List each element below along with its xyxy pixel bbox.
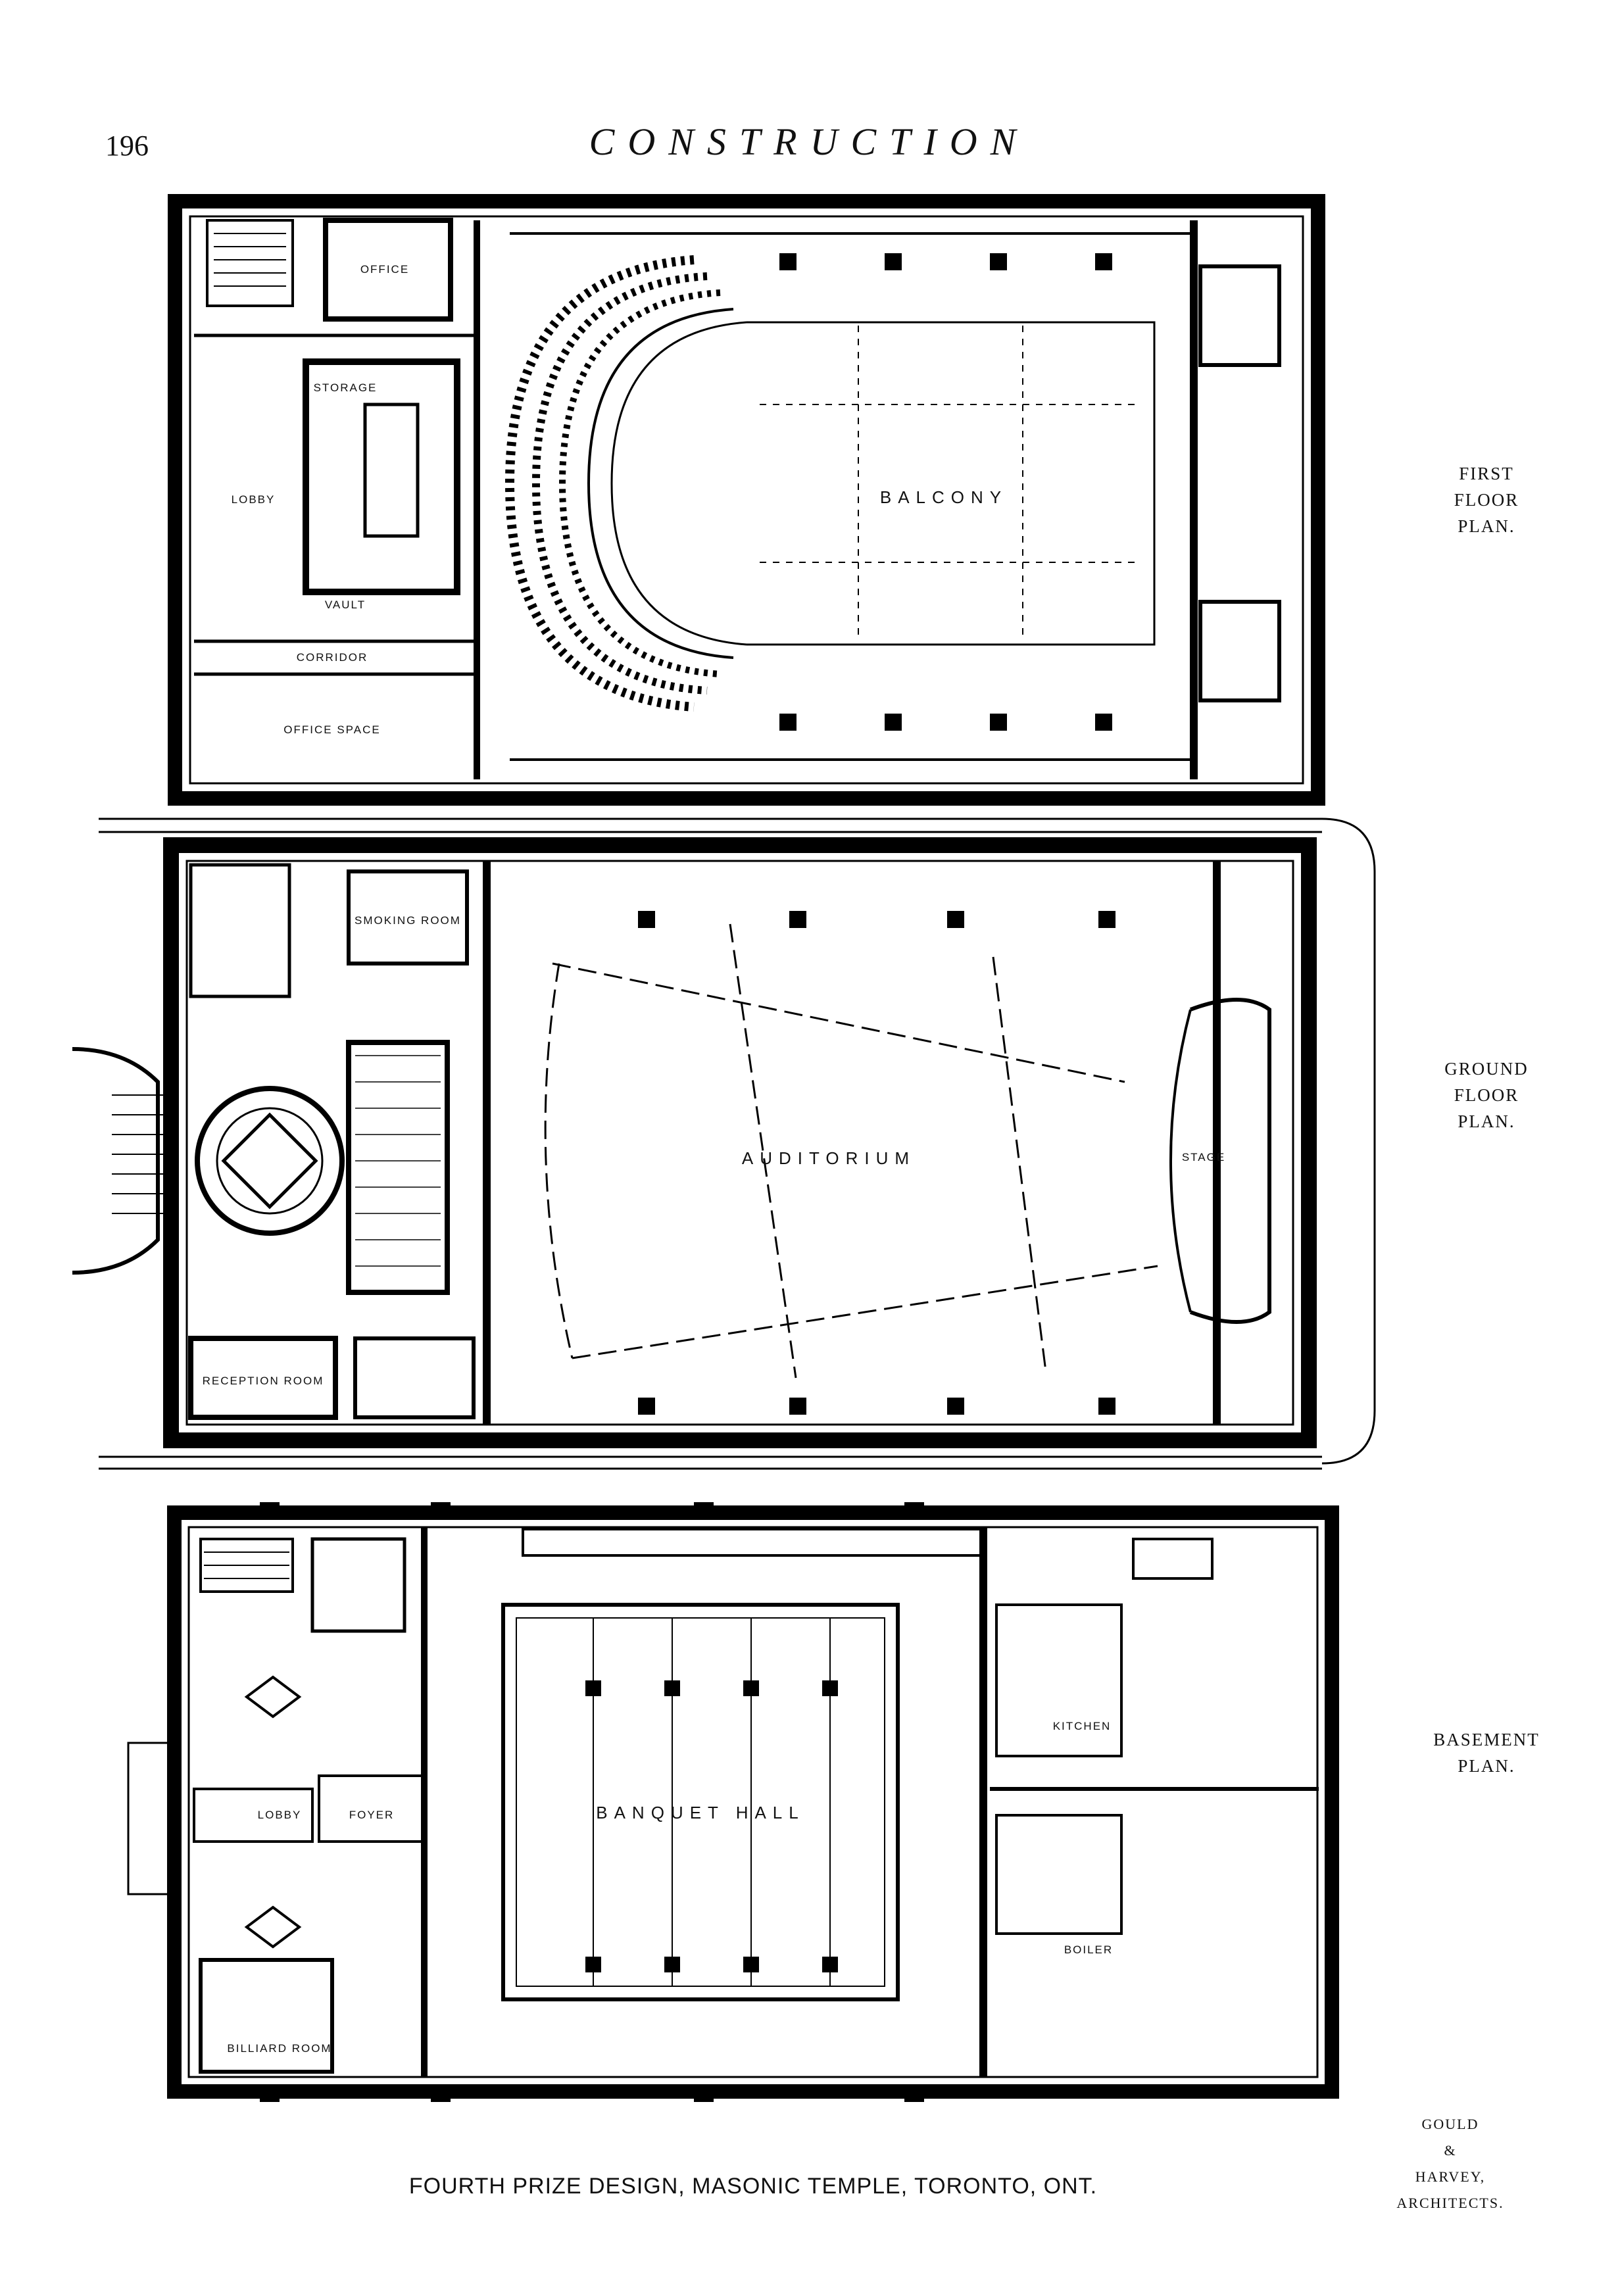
first-floor-corridor-label: CORRIDOR	[297, 651, 368, 664]
ground-floor-plan: AUDITORIUM SMOKING ROOM RECEPTION ROOM S…	[72, 818, 1376, 1470]
first-floor-title-line: FIRST	[1459, 464, 1514, 483]
basement-title-line: BASEMENT	[1433, 1730, 1540, 1749]
architects-line: HARVEY,	[1415, 2168, 1486, 2185]
storage-label: STORAGE	[314, 381, 378, 394]
basement-lobby-label: LOBBY	[258, 1809, 302, 1821]
architects-credit: GOULD & HARVEY, ARCHITECTS.	[1365, 2111, 1536, 2216]
journal-title: CONSTRUCTION	[589, 120, 1029, 163]
stage-label: STAGE	[1182, 1151, 1225, 1163]
banquet-hall-label: BANQUET HALL	[596, 1803, 804, 1822]
vault-label: VAULT	[325, 598, 366, 611]
ground-floor-title-line: FLOOR	[1454, 1085, 1519, 1105]
first-floor-plan: BALCONY OFFICE LOBBY STORAGE VAULT CORRI…	[168, 194, 1325, 806]
figure-caption: FOURTH PRIZE DESIGN, MASONIC TEMPLE, TOR…	[408, 2174, 1098, 2199]
basement-plan: BANQUET HALL KITCHEN BOILER BILLIARD ROO…	[127, 1502, 1339, 2102]
page-number: 196	[105, 130, 149, 162]
first-floor-lobby-label: LOBBY	[232, 493, 276, 506]
basement-plan-title: BASEMENT PLAN.	[1408, 1726, 1565, 1779]
foyer-label: FOYER	[349, 1809, 395, 1821]
ground-floor-title-line: PLAN.	[1458, 1111, 1515, 1131]
basement-title-line: PLAN.	[1458, 1756, 1515, 1776]
auditorium-label: AUDITORIUM	[742, 1148, 916, 1168]
ground-floor-title-line: GROUND	[1444, 1059, 1529, 1079]
smoking-room-label: SMOKING ROOM	[355, 914, 461, 927]
balcony-label: BALCONY	[880, 487, 1008, 507]
reception-room-label: RECEPTION ROOM	[203, 1375, 324, 1387]
first-floor-plan-title: FIRST FLOOR PLAN.	[1421, 460, 1552, 539]
architects-line: ARCHITECTS.	[1396, 2195, 1504, 2211]
first-floor-title-line: PLAN.	[1458, 516, 1515, 536]
first-floor-title-line: FLOOR	[1454, 490, 1519, 510]
office-label: OFFICE	[360, 263, 409, 276]
architects-line: &	[1444, 2142, 1457, 2159]
kitchen-label: KITCHEN	[1053, 1720, 1112, 1732]
boiler-label: BOILER	[1064, 1943, 1113, 1956]
billiard-room-label: BILLIARD ROOM	[227, 2042, 331, 2055]
ground-floor-plan-title: GROUND FLOOR PLAN.	[1421, 1056, 1552, 1135]
architects-line: GOULD	[1421, 2116, 1479, 2132]
office-space-label: OFFICE SPACE	[283, 723, 380, 736]
